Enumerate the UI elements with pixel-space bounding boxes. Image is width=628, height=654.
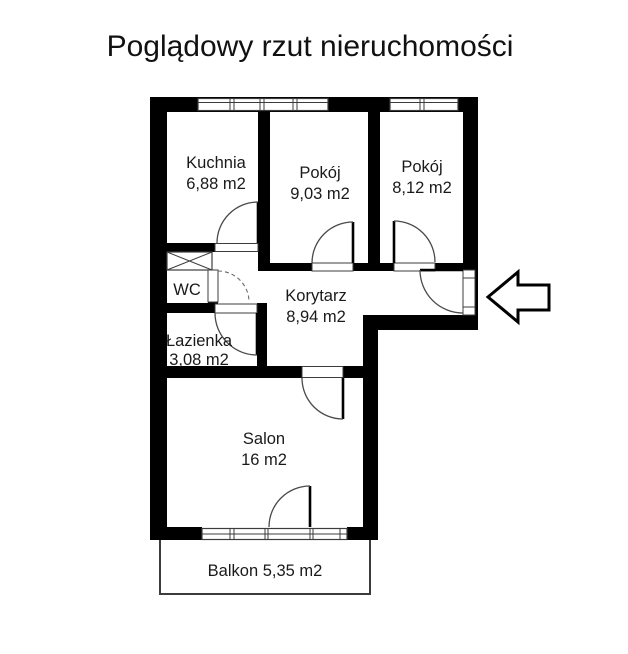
room-label-pokoj-2: Pokój xyxy=(401,158,442,176)
entrance-arrow-icon xyxy=(485,268,551,326)
room-label-kuchnia: Kuchnia xyxy=(186,154,246,172)
wall-rooms-south-2 xyxy=(353,263,394,271)
kitchen-door xyxy=(214,201,260,252)
wall-east-door-sliver xyxy=(475,270,478,315)
room-label-balkon: Balkon 5,35 m2 xyxy=(208,562,323,580)
window-salon-south xyxy=(201,527,348,541)
room-label-salon: Salon xyxy=(243,430,285,448)
room-labels: Kuchnia 6,88 m2 Pokój 9,03 m2 Pokój 8,12… xyxy=(166,154,452,469)
wall-salon-south-east xyxy=(347,527,378,540)
wall-hall-south xyxy=(363,315,478,330)
door-swing-arc xyxy=(311,221,354,264)
wall-lazienka-east xyxy=(257,303,267,378)
door-frame xyxy=(462,269,476,316)
door-opening xyxy=(301,366,344,378)
windows xyxy=(197,97,459,541)
wall-east-upper xyxy=(463,97,478,270)
door-swing-arc xyxy=(214,312,258,356)
door-swing-arc xyxy=(301,377,344,420)
door-swing-arc xyxy=(419,269,464,314)
door-leaf-frame xyxy=(207,269,219,303)
room-area-pokoj-2: 8,12 m2 xyxy=(392,179,452,197)
door-opening xyxy=(311,262,354,272)
room-area-lazienka: 3,08 m2 xyxy=(169,351,229,369)
wall-wc-south xyxy=(150,303,215,313)
balcony-outline xyxy=(159,535,371,595)
room-label-pokoj-1: Pokój xyxy=(299,164,340,182)
door-opening xyxy=(214,303,258,314)
bathroom-door xyxy=(214,303,259,356)
entrance-door xyxy=(419,268,476,316)
room2-door xyxy=(392,220,436,272)
room-label-korytarz: Korytarz xyxy=(285,287,346,305)
room-area-kuchnia: 6,88 m2 xyxy=(186,175,246,193)
wall-kuchnia-south xyxy=(150,243,215,252)
door-swing-arc xyxy=(393,220,436,263)
wall-west xyxy=(150,97,167,540)
room-area-salon: 16 m2 xyxy=(241,451,287,469)
interior-walls xyxy=(150,112,463,378)
room-label-wc: WC xyxy=(173,281,201,299)
wall-salon-east xyxy=(363,315,378,540)
door-swing-arc xyxy=(217,270,250,303)
door-swing-arc xyxy=(268,485,311,528)
wall-salon-north-west xyxy=(150,366,302,378)
wall-rooms-south-3 xyxy=(435,263,463,271)
balcony: Balkon 5,35 m2 xyxy=(159,535,371,595)
window-frame xyxy=(197,97,329,112)
room1-door xyxy=(311,221,355,272)
salon-door xyxy=(301,366,345,420)
page-title: Poglądowy rzut nieruchomości xyxy=(107,30,514,63)
door-opening xyxy=(393,262,436,272)
wall-salon-north-east xyxy=(343,366,378,378)
wall-rooms-south-1 xyxy=(270,263,312,271)
wall-kuchnia-pokoj xyxy=(258,112,270,271)
window-north-right xyxy=(389,97,459,112)
doors xyxy=(207,201,476,528)
shaft xyxy=(166,251,213,271)
balcony-door xyxy=(268,485,312,528)
wall-salon-south-west xyxy=(150,527,202,540)
room-area-korytarz: 8,94 m2 xyxy=(286,308,346,326)
shaft-cross-line xyxy=(166,251,213,271)
shaft-outline xyxy=(166,251,213,271)
room-label-lazienka: Łazienka xyxy=(166,332,233,350)
room-area-pokoj-1: 9,03 m2 xyxy=(290,185,350,203)
wc-door xyxy=(207,269,250,303)
window-north-left xyxy=(197,97,329,112)
door-swing-arc xyxy=(216,201,259,244)
door-opening xyxy=(214,243,259,252)
wall-pokoj-pokoj xyxy=(368,112,380,263)
